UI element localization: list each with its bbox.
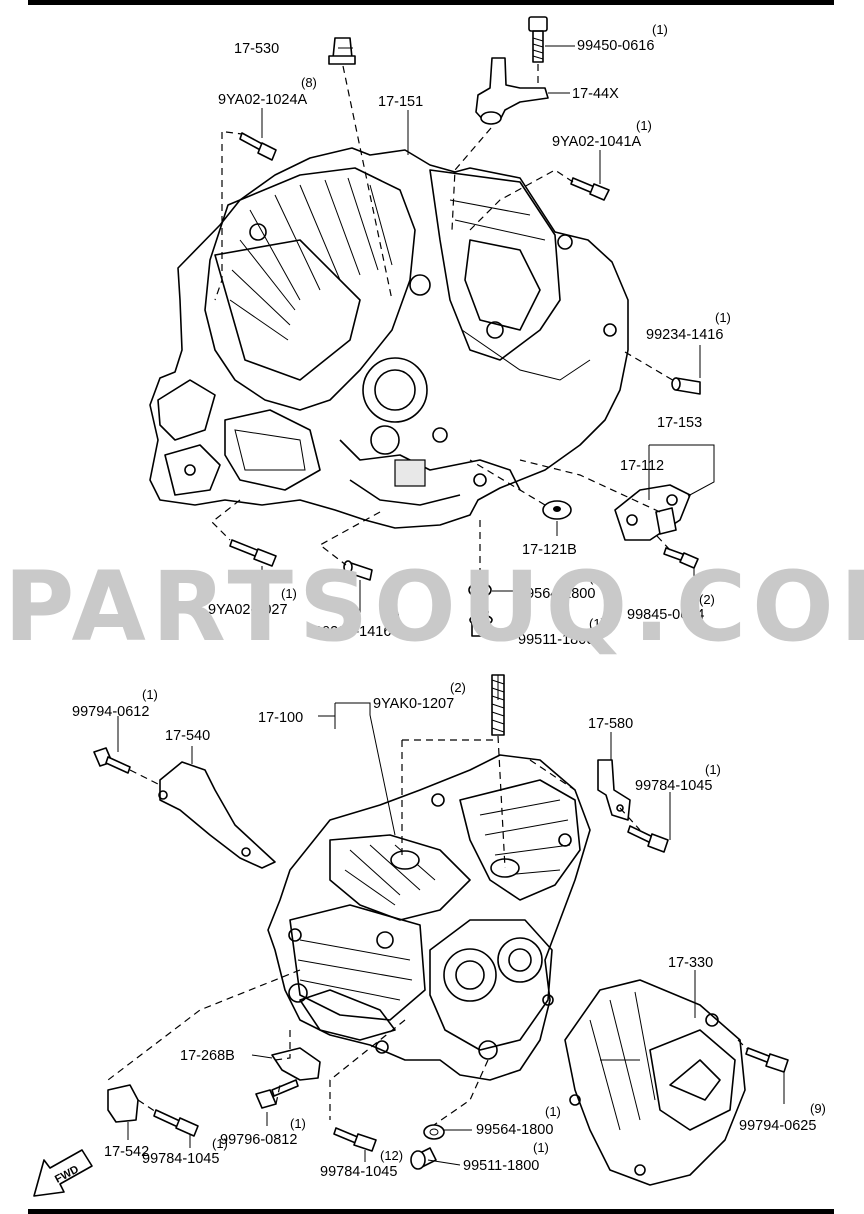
label-99845-0614: 99845-0614: [627, 607, 704, 623]
label-9yak0-1207: 9YAK0-1207: [373, 696, 454, 712]
label-17-542: 17-542: [104, 1144, 149, 1160]
qty-99845-0614: (2): [699, 592, 715, 607]
label-99450-0616: 99450-0616: [577, 38, 654, 54]
top-border: [28, 0, 834, 5]
label-99234-1416-lower: 99234-1416: [314, 624, 391, 640]
end-cover-drawing: [564, 979, 746, 1186]
label-17-330: 17-330: [668, 955, 713, 971]
label-17-100: 17-100: [258, 710, 303, 726]
qty-99784-1045-right: (1): [705, 762, 721, 777]
qty-99511-1800-upper: (1): [589, 616, 605, 631]
label-17-540: 17-540: [165, 728, 210, 744]
transaxle-case-drawing: [267, 754, 591, 1081]
qty-99794-0612: (1): [142, 687, 158, 702]
qty-99564-1800-lower: (1): [545, 1104, 561, 1119]
qty-99784-1045-bottom: (12): [380, 1148, 403, 1163]
label-17-580: 17-580: [588, 716, 633, 732]
qty-99794-0625: (9): [810, 1101, 826, 1116]
qty-9yak0-1207: (2): [450, 680, 466, 695]
label-99794-0612: 99794-0612: [72, 704, 149, 720]
fwd-arrow: FWD: [33, 1149, 93, 1197]
qty-99450-0616: (1): [652, 22, 668, 37]
qty-99234-1416-lower: (1): [384, 608, 400, 623]
bottom-border: [28, 1209, 834, 1214]
label-9ya02-1024a: 9YA02-1024A: [218, 92, 308, 108]
qty-9ya02-1041a: (1): [636, 118, 652, 133]
lower-labels: (1) 99794-0612 17-540 17-100 (2) 9YAK0-1…: [72, 680, 826, 1180]
lower-small-parts: [93, 674, 789, 1170]
qty-99564-1800-upper: (1): [589, 570, 605, 585]
label-99564-1800-upper: 99564-1800: [518, 586, 595, 602]
label-17-151: 17-151: [378, 94, 423, 110]
label-99796-0812: 99796-0812: [220, 1132, 297, 1148]
label-99784-1045-right: 99784-1045: [635, 778, 712, 794]
qty-9ya02-1024a: (8): [301, 75, 317, 90]
label-99784-1045-left: 99784-1045: [142, 1151, 219, 1167]
qty-99784-1045-left: (1): [212, 1136, 228, 1151]
upper-small-parts: [229, 16, 701, 637]
label-9ya02-1041a: 9YA02-1041A: [552, 134, 642, 150]
label-17-121b: 17-121B: [522, 542, 577, 558]
label-9ya02-1027: 9YA02-1027: [208, 602, 288, 618]
qty-99234-1416-right: (1): [715, 310, 731, 325]
qty-9ya02-1027: (1): [281, 586, 297, 601]
label-99511-1800-lower: 99511-1800: [463, 1158, 539, 1174]
label-17-112: 17-112: [620, 458, 664, 474]
upper-labels: 17-530 (1) 99450-0616 17-44X (8) 9YA02-1…: [208, 22, 731, 648]
label-99564-1800-lower: 99564-1800: [476, 1122, 553, 1138]
watermark: PARTSOUQ.COM: [4, 551, 864, 663]
label-17-268b: 17-268B: [180, 1048, 235, 1064]
label-99784-1045-bottom: 99784-1045: [320, 1164, 397, 1180]
label-17-153: 17-153: [657, 415, 702, 431]
label-99511-1800-upper: 99511-1800: [518, 632, 594, 648]
lower-leader-lines: [107, 675, 785, 1166]
label-17-530: 17-530: [234, 41, 279, 57]
qty-99511-1800-lower: (1): [533, 1140, 549, 1155]
label-17-44x: 17-44X: [572, 86, 619, 102]
label-99234-1416-right: 99234-1416: [646, 327, 723, 343]
label-99794-0625: 99794-0625: [739, 1118, 816, 1134]
clutch-housing-drawing: [149, 147, 629, 529]
upper-leader-lines: [211, 45, 715, 637]
qty-99796-0812: (1): [290, 1116, 306, 1131]
